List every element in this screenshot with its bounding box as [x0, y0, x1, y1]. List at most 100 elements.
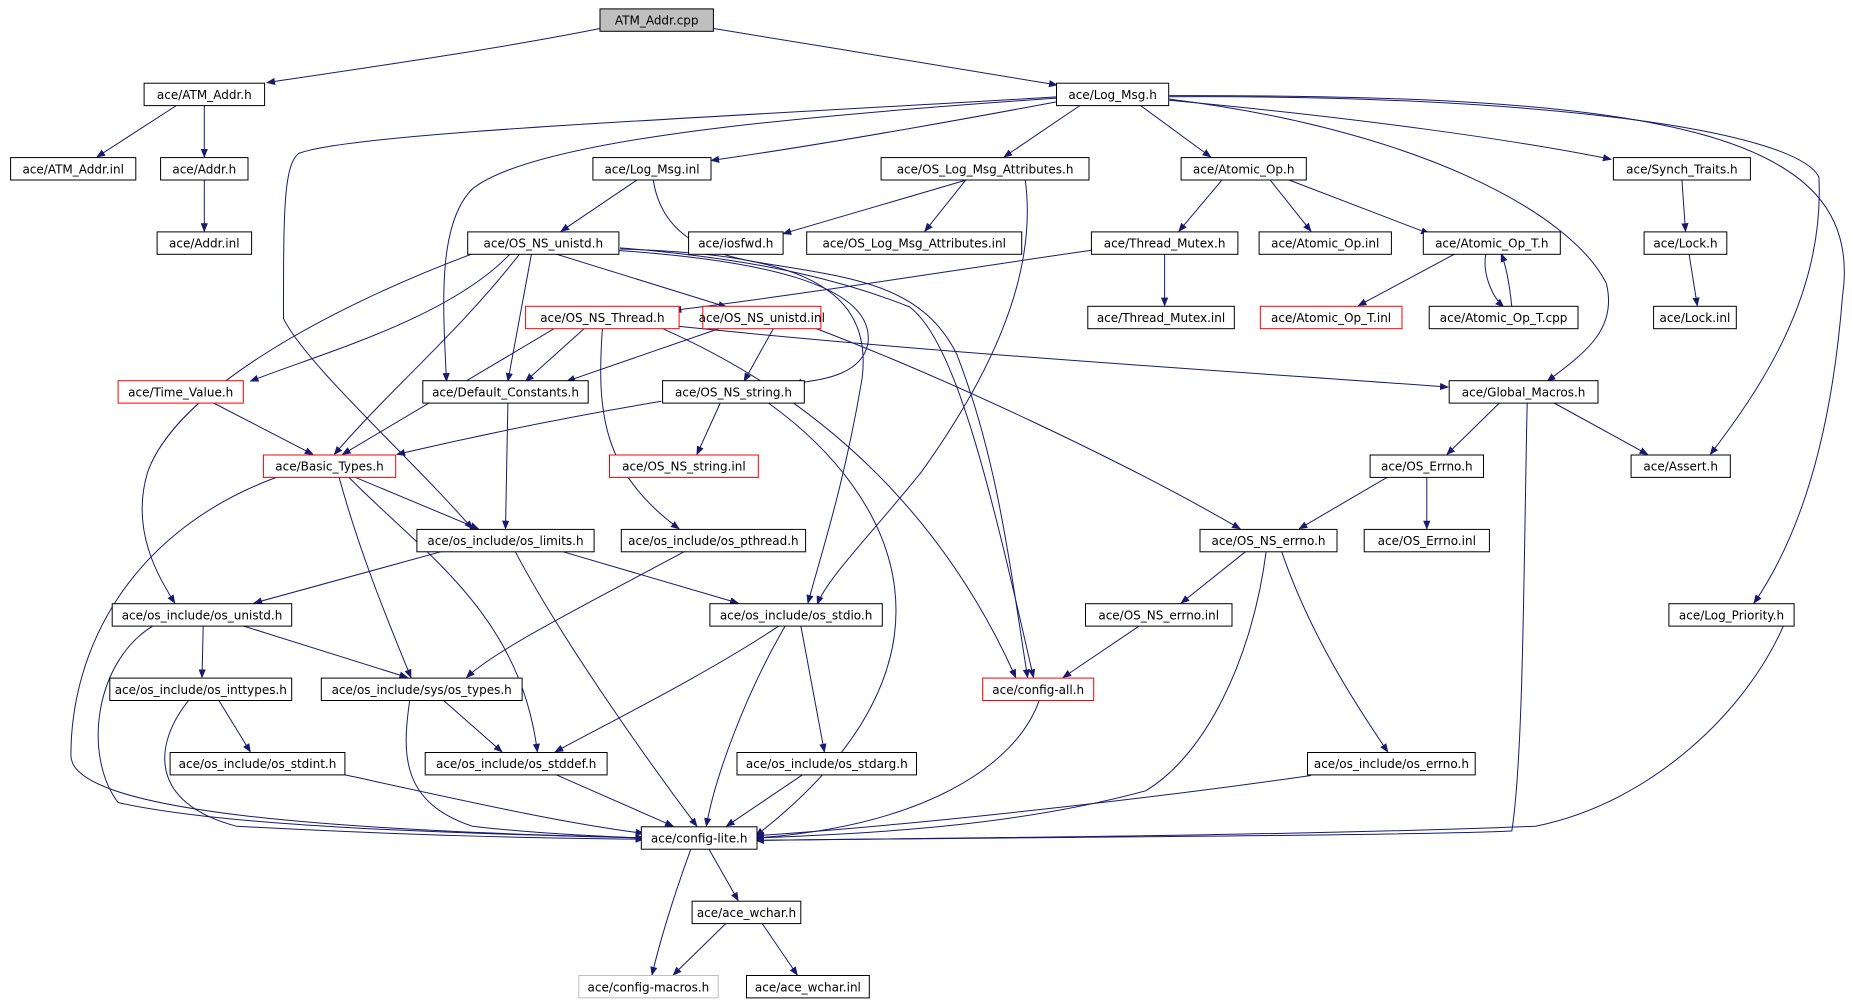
- node-os-log-msg-attributes-h[interactable]: ace/OS_Log_Msg_Attributes.h: [880, 157, 1090, 181]
- node-os-stdint-h[interactable]: ace/os_include/os_stdint.h: [169, 752, 346, 776]
- edge-log_msg_h-to-os_log_msg_attributes_h: [1003, 104, 1081, 158]
- node-addr-h[interactable]: ace/Addr.h: [160, 157, 249, 181]
- node-assert-h[interactable]: ace/Assert.h: [1630, 454, 1731, 478]
- node-box: [1612, 157, 1751, 181]
- node-config-macros-h[interactable]: ace/config-macros.h: [578, 975, 719, 999]
- node-label: ace/OS_Log_Msg_Attributes.inl: [822, 237, 1005, 251]
- node-label: ace/config-macros.h: [588, 980, 710, 994]
- node-thread-mutex-h[interactable]: ace/Thread_Mutex.h: [1090, 231, 1239, 255]
- edge-os_ns_thread_h-to-config_all_h: [661, 327, 1017, 679]
- node-box: [578, 975, 719, 999]
- node-box: [640, 826, 758, 850]
- edge-atomic_op_t_h-to-atomic_op_t_inl: [1357, 253, 1456, 307]
- node-os-types-h[interactable]: ace/os_include/sys/os_types.h: [320, 677, 523, 701]
- node-os-stdarg-h[interactable]: ace/os_include/os_stdarg.h: [736, 752, 917, 776]
- node-os-limits-h[interactable]: ace/os_include/os_limits.h: [416, 528, 595, 553]
- node-label: ace/ATM_Addr.inl: [22, 162, 124, 176]
- edge-os_ns_string_h-to-os_ns_string_inl: [696, 402, 721, 456]
- node-os-stddef-h[interactable]: ace/os_include/os_stddef.h: [424, 752, 608, 776]
- node-os-pthread-h[interactable]: ace/os_include/os_pthread.h: [620, 528, 807, 553]
- node-atm-addr-cpp[interactable]: ATM_Addr.cpp: [599, 8, 714, 32]
- node-atomic-op-inl[interactable]: ace/Atomic_Op.inl: [1258, 231, 1392, 255]
- node-label: ace/Atomic_Op_T.inl: [1271, 311, 1391, 325]
- node-os-log-msg-attributes-inl[interactable]: ace/OS_Log_Msg_Attributes.inl: [806, 231, 1023, 255]
- node-label: ace/Log_Msg.inl: [604, 162, 699, 176]
- node-os-ns-errno-h[interactable]: ace/OS_NS_errno.h: [1199, 528, 1338, 553]
- node-label: ace/Thread_Mutex.inl: [1097, 311, 1225, 325]
- edge-os_types_h-to-config_lite_h: [405, 699, 645, 842]
- node-ace-wchar-h[interactable]: ace/ace_wchar.h: [691, 900, 802, 925]
- node-box: [109, 677, 293, 701]
- node-synch-traits-h[interactable]: ace/Synch_Traits.h: [1612, 157, 1751, 181]
- node-label: ace/Log_Priority.h: [1679, 609, 1784, 623]
- node-os-ns-unistd-inl[interactable]: ace/OS_NS_unistd.inl: [699, 305, 825, 330]
- edge-os_limits_h-to-os_stdio_h: [560, 550, 740, 605]
- node-label: ace/Atomic_Op.inl: [1271, 237, 1379, 251]
- node-label: ace/OS_NS_Thread.h: [540, 311, 664, 325]
- node-lock-inl[interactable]: ace/Lock.inl: [1653, 305, 1737, 330]
- node-os-unistd-h[interactable]: ace/os_include/os_unistd.h: [111, 603, 293, 627]
- edge-os_stdint_h-to-config_lite_h: [342, 773, 645, 836]
- node-label: ace/Thread_Mutex.h: [1104, 237, 1226, 251]
- node-label: ace/Atomic_Op.h: [1193, 162, 1295, 176]
- node-os-inttypes-h[interactable]: ace/os_include/os_inttypes.h: [109, 677, 293, 701]
- node-config-lite-h[interactable]: ace/config-lite.h: [640, 826, 758, 850]
- node-label: ace/os_include/os_inttypes.h: [115, 683, 287, 697]
- node-addr-inl[interactable]: ace/Addr.inl: [156, 231, 253, 255]
- node-label: ace/OS_NS_errno.inl: [1098, 609, 1219, 623]
- edge-os_ns_unistd_h-to-time_value_h: [249, 253, 511, 382]
- node-atm-addr-h[interactable]: ace/ATM_Addr.h: [143, 82, 266, 107]
- node-os-errno-inl[interactable]: ace/OS_Errno.inl: [1363, 528, 1490, 553]
- node-atm-addr-inl[interactable]: ace/ATM_Addr.inl: [10, 157, 137, 181]
- node-label: ace/Atomic_Op_T.h: [1435, 237, 1548, 251]
- node-box: [688, 231, 784, 255]
- node-os-errno-os-h[interactable]: ace/os_include/os_errno.h: [1307, 752, 1476, 776]
- node-box: [111, 603, 293, 627]
- node-box: [620, 528, 807, 553]
- node-config-all-h[interactable]: ace/config-all.h: [982, 677, 1095, 701]
- node-default-constants-h[interactable]: ace/Default_Constants.h: [422, 380, 589, 404]
- edge-os_stdio_h-to-os_stdarg_h: [800, 625, 827, 753]
- node-label: ace/Log_Msg.h: [1068, 88, 1156, 102]
- node-os-ns-thread-h[interactable]: ace/OS_NS_Thread.h: [525, 305, 680, 330]
- node-atomic-op-t-cpp[interactable]: ace/Atomic_Op_T.cpp: [1428, 305, 1579, 330]
- edge-basic_types_h-to-config_lite_h: [70, 476, 645, 842]
- node-label: ace/Atomic_Op_T.cpp: [1440, 311, 1568, 325]
- node-box: [736, 752, 917, 776]
- edge-os_log_msg_attributes_h-to-os_log_msg_attributes_inl: [924, 179, 967, 233]
- node-os-ns-string-h[interactable]: ace/OS_NS_string.h: [662, 380, 805, 404]
- node-atomic-op-h[interactable]: ace/Atomic_Op.h: [1180, 157, 1307, 181]
- node-os-ns-unistd-h[interactable]: ace/OS_NS_unistd.h: [467, 231, 620, 255]
- node-lock-h[interactable]: ace/Lock.h: [1643, 231, 1728, 255]
- node-os-ns-string-inl[interactable]: ace/OS_NS_string.inl: [609, 454, 759, 478]
- node-basic-types-h[interactable]: ace/Basic_Types.h: [262, 454, 397, 478]
- node-label: ace/os_include/os_stdint.h: [179, 757, 337, 771]
- node-time-value-h[interactable]: ace/Time_Value.h: [117, 380, 244, 404]
- node-box: [702, 305, 822, 330]
- edge-os_ns_unistd_inl-to-os_ns_string_h: [743, 327, 775, 382]
- node-os-ns-errno-inl[interactable]: ace/OS_NS_errno.inl: [1085, 603, 1233, 627]
- node-iosfwd-h[interactable]: ace/iosfwd.h: [688, 231, 784, 255]
- node-label: ace/OS_NS_errno.h: [1211, 534, 1325, 548]
- node-log-msg-h[interactable]: ace/Log_Msg.h: [1056, 82, 1170, 107]
- node-os-stdio-h[interactable]: ace/os_include/os_stdio.h: [709, 603, 883, 627]
- node-log-msg-inl[interactable]: ace/Log_Msg.inl: [592, 157, 712, 181]
- node-global-macros-h[interactable]: ace/Global_Macros.h: [1448, 380, 1599, 404]
- node-thread-mutex-inl[interactable]: ace/Thread_Mutex.inl: [1087, 305, 1235, 330]
- edge-os_errno_os_h-to-config_lite_h: [755, 775, 1312, 839]
- edge-config_lite_h-to-config_macros_h: [650, 848, 692, 976]
- node-box: [880, 157, 1090, 181]
- edge-atm_addr_h-to-atm_addr_inl: [96, 104, 178, 158]
- node-box: [609, 454, 759, 478]
- node-log-priority-h[interactable]: ace/Log_Priority.h: [1668, 603, 1795, 627]
- node-label: ace/OS_NS_unistd.h: [484, 237, 604, 251]
- node-ace-wchar-inl[interactable]: ace/ace_wchar.inl: [746, 975, 870, 999]
- node-box: [1428, 305, 1579, 330]
- node-atomic-op-t-inl[interactable]: ace/Atomic_Op_T.inl: [1259, 305, 1403, 330]
- node-os-errno-h[interactable]: ace/OS_Errno.h: [1369, 454, 1484, 478]
- node-label: ATM_Addr.cpp: [615, 14, 699, 28]
- node-atomic-op-t-h[interactable]: ace/Atomic_Op_T.h: [1422, 231, 1561, 255]
- node-box: [156, 231, 253, 255]
- node-box: [1643, 231, 1728, 255]
- node-label: ace/OS_NS_unistd.inl: [699, 311, 825, 325]
